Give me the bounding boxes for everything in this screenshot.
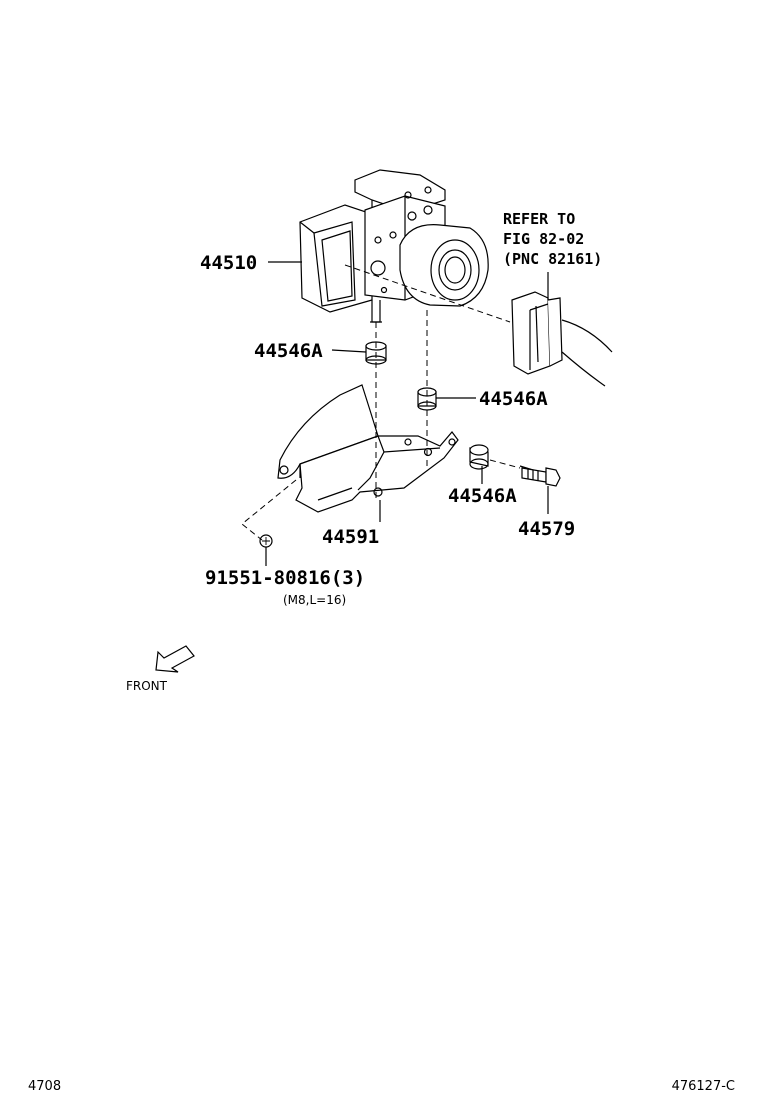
footer-figure-code: 476127-C (672, 1079, 735, 1094)
cushion-lower-drawing (469, 444, 489, 470)
harness-connector-drawing (511, 291, 613, 387)
assembly-line-3 (489, 459, 521, 469)
bolt-drawing (519, 465, 561, 487)
fastener-drawing (259, 534, 273, 548)
callout-44579: 44579 (518, 518, 575, 540)
abs-actuator-drawing (299, 169, 489, 323)
front-label: FRONT (126, 679, 168, 693)
refer-line-1: REFER TO (503, 210, 575, 228)
front-arrow-icon (155, 645, 195, 673)
callout-91551: 91551-80816(3) (205, 567, 365, 589)
bracket-drawing (277, 384, 459, 513)
connector-guide-line (344, 264, 511, 323)
assembly-line-4 (241, 479, 297, 541)
leader-44546a-top (331, 349, 367, 353)
footer-page-number: 4708 (28, 1079, 61, 1094)
callout-44546a-top: 44546A (254, 340, 323, 362)
callout-44510: 44510 (200, 252, 257, 274)
callout-44546a-right: 44546A (479, 388, 548, 410)
refer-line-3: (PNC 82161) (503, 250, 602, 268)
refer-line-2: FIG 82-02 (503, 230, 584, 248)
callout-44546a-lower: 44546A (448, 485, 517, 507)
fastener-spec: (M8,L=16) (283, 593, 346, 607)
callout-44591: 44591 (322, 526, 379, 548)
